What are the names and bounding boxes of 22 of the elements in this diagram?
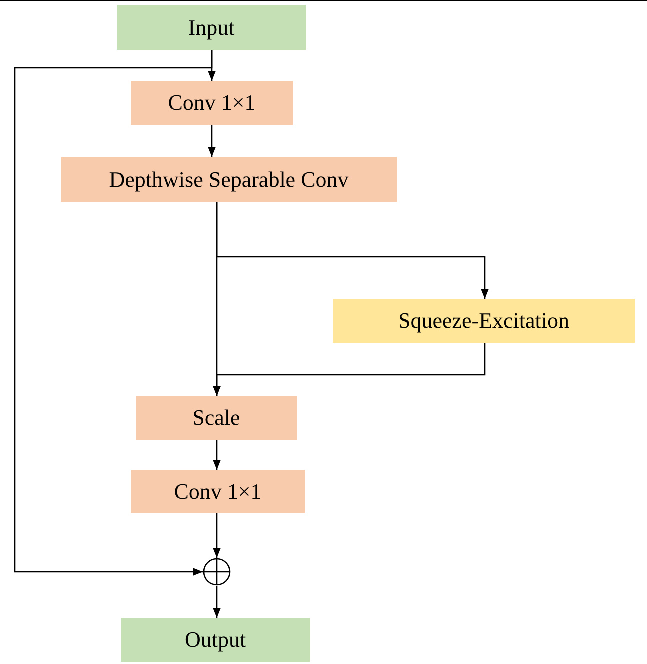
process-box	[131, 81, 293, 125]
box-label: Input	[188, 14, 235, 40]
arrow	[213, 440, 221, 470]
box-label: Output	[184, 627, 246, 653]
arrow	[208, 125, 216, 157]
arrow	[213, 343, 486, 396]
arrow	[213, 513, 221, 558]
box-label: Conv 1×1	[168, 90, 256, 116]
box-label: Conv 1×1	[174, 478, 262, 504]
process-box	[131, 470, 305, 513]
arrow	[216, 202, 489, 299]
box-label: Depthwise Separable Conv	[109, 166, 349, 192]
arrow	[213, 586, 221, 618]
arrow	[14, 50, 213, 576]
process-box	[136, 396, 297, 440]
process-box	[117, 5, 306, 50]
process-box	[333, 299, 635, 343]
box-label: Scale	[192, 405, 240, 431]
process-box	[121, 618, 310, 662]
box-label: Squeeze-Excitation	[398, 308, 570, 334]
sum-node	[203, 558, 231, 586]
process-box	[61, 157, 397, 202]
